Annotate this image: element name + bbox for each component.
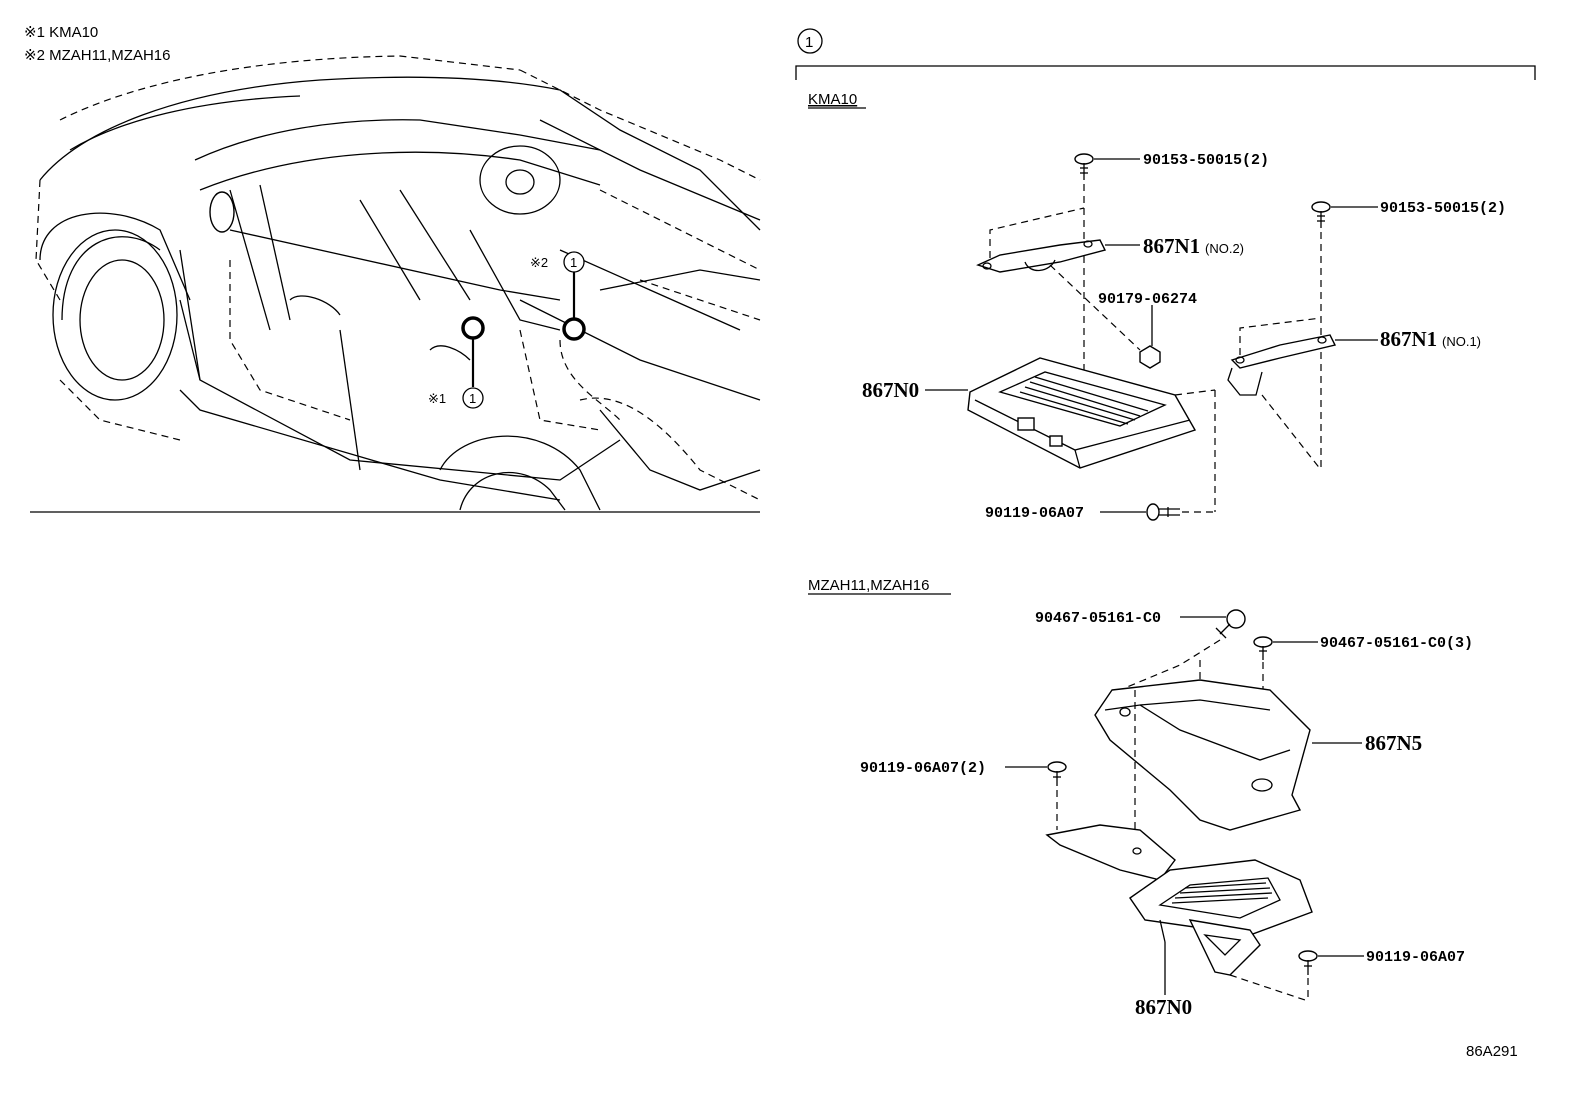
detail-header-number: 1	[805, 34, 813, 51]
legend-note-mzah: ※2 MZAH11,MZAH16	[24, 47, 171, 64]
label-cover: 867N5	[1365, 731, 1422, 755]
bolt-icon	[1298, 950, 1318, 975]
location-marker-mzah: 1 ※2	[530, 251, 586, 341]
clip-icon	[1253, 636, 1273, 660]
section-label-kma10: KMA10	[808, 91, 857, 108]
clip-icon	[1215, 609, 1246, 639]
bolt-icon	[1074, 153, 1094, 180]
heatsink-fins	[1019, 376, 1149, 425]
legend-note-kma10: ※1 KMA10	[24, 24, 98, 41]
label-bracket-no2: 867N1	[1143, 234, 1200, 258]
label-bolt-bottom: 90119-06A07	[985, 505, 1084, 522]
car-illustration	[30, 55, 761, 513]
location-marker-kma10: 1 ※1	[428, 316, 485, 409]
diagram-id: 86A291	[1466, 1043, 1518, 1060]
bolt-icon	[1146, 503, 1180, 521]
label-bracket-no1-suffix: (NO.1)	[1442, 334, 1481, 349]
label-clip-top: 90467-05161-C0	[1035, 610, 1161, 627]
label-module-mzah: 867N0	[1135, 995, 1192, 1019]
callout1-mark: ※1	[428, 391, 446, 406]
heatsink-fins	[1171, 882, 1273, 904]
callout1-number: 1	[469, 391, 476, 406]
label-bracket-no2-suffix: (NO.2)	[1205, 241, 1244, 256]
bolt-icon	[1311, 201, 1331, 228]
mzah-exploded-view	[1005, 609, 1364, 1002]
label-bracket-no1: 867N1	[1380, 327, 1437, 351]
label-bolt-left: 90119-06A07(2)	[860, 760, 986, 777]
kma10-exploded-view	[925, 153, 1378, 521]
label-clip-right: 90467-05161-C0(3)	[1320, 635, 1473, 652]
label-bolt-top-right: 90153-50015(2)	[1380, 200, 1506, 217]
label-bolt-top-left: 90153-50015(2)	[1143, 152, 1269, 169]
bolt-icon	[1047, 761, 1067, 786]
callout2-number: 1	[570, 255, 577, 270]
label-module-kma10: 867N0	[862, 378, 919, 402]
section-label-mzah: MZAH11,MZAH16	[808, 577, 929, 594]
detail-header: 1	[795, 28, 1536, 80]
label-nut: 90179-06274	[1098, 291, 1197, 308]
label-bolt-right: 90119-06A07	[1366, 949, 1465, 966]
callout2-mark: ※2	[530, 255, 548, 270]
